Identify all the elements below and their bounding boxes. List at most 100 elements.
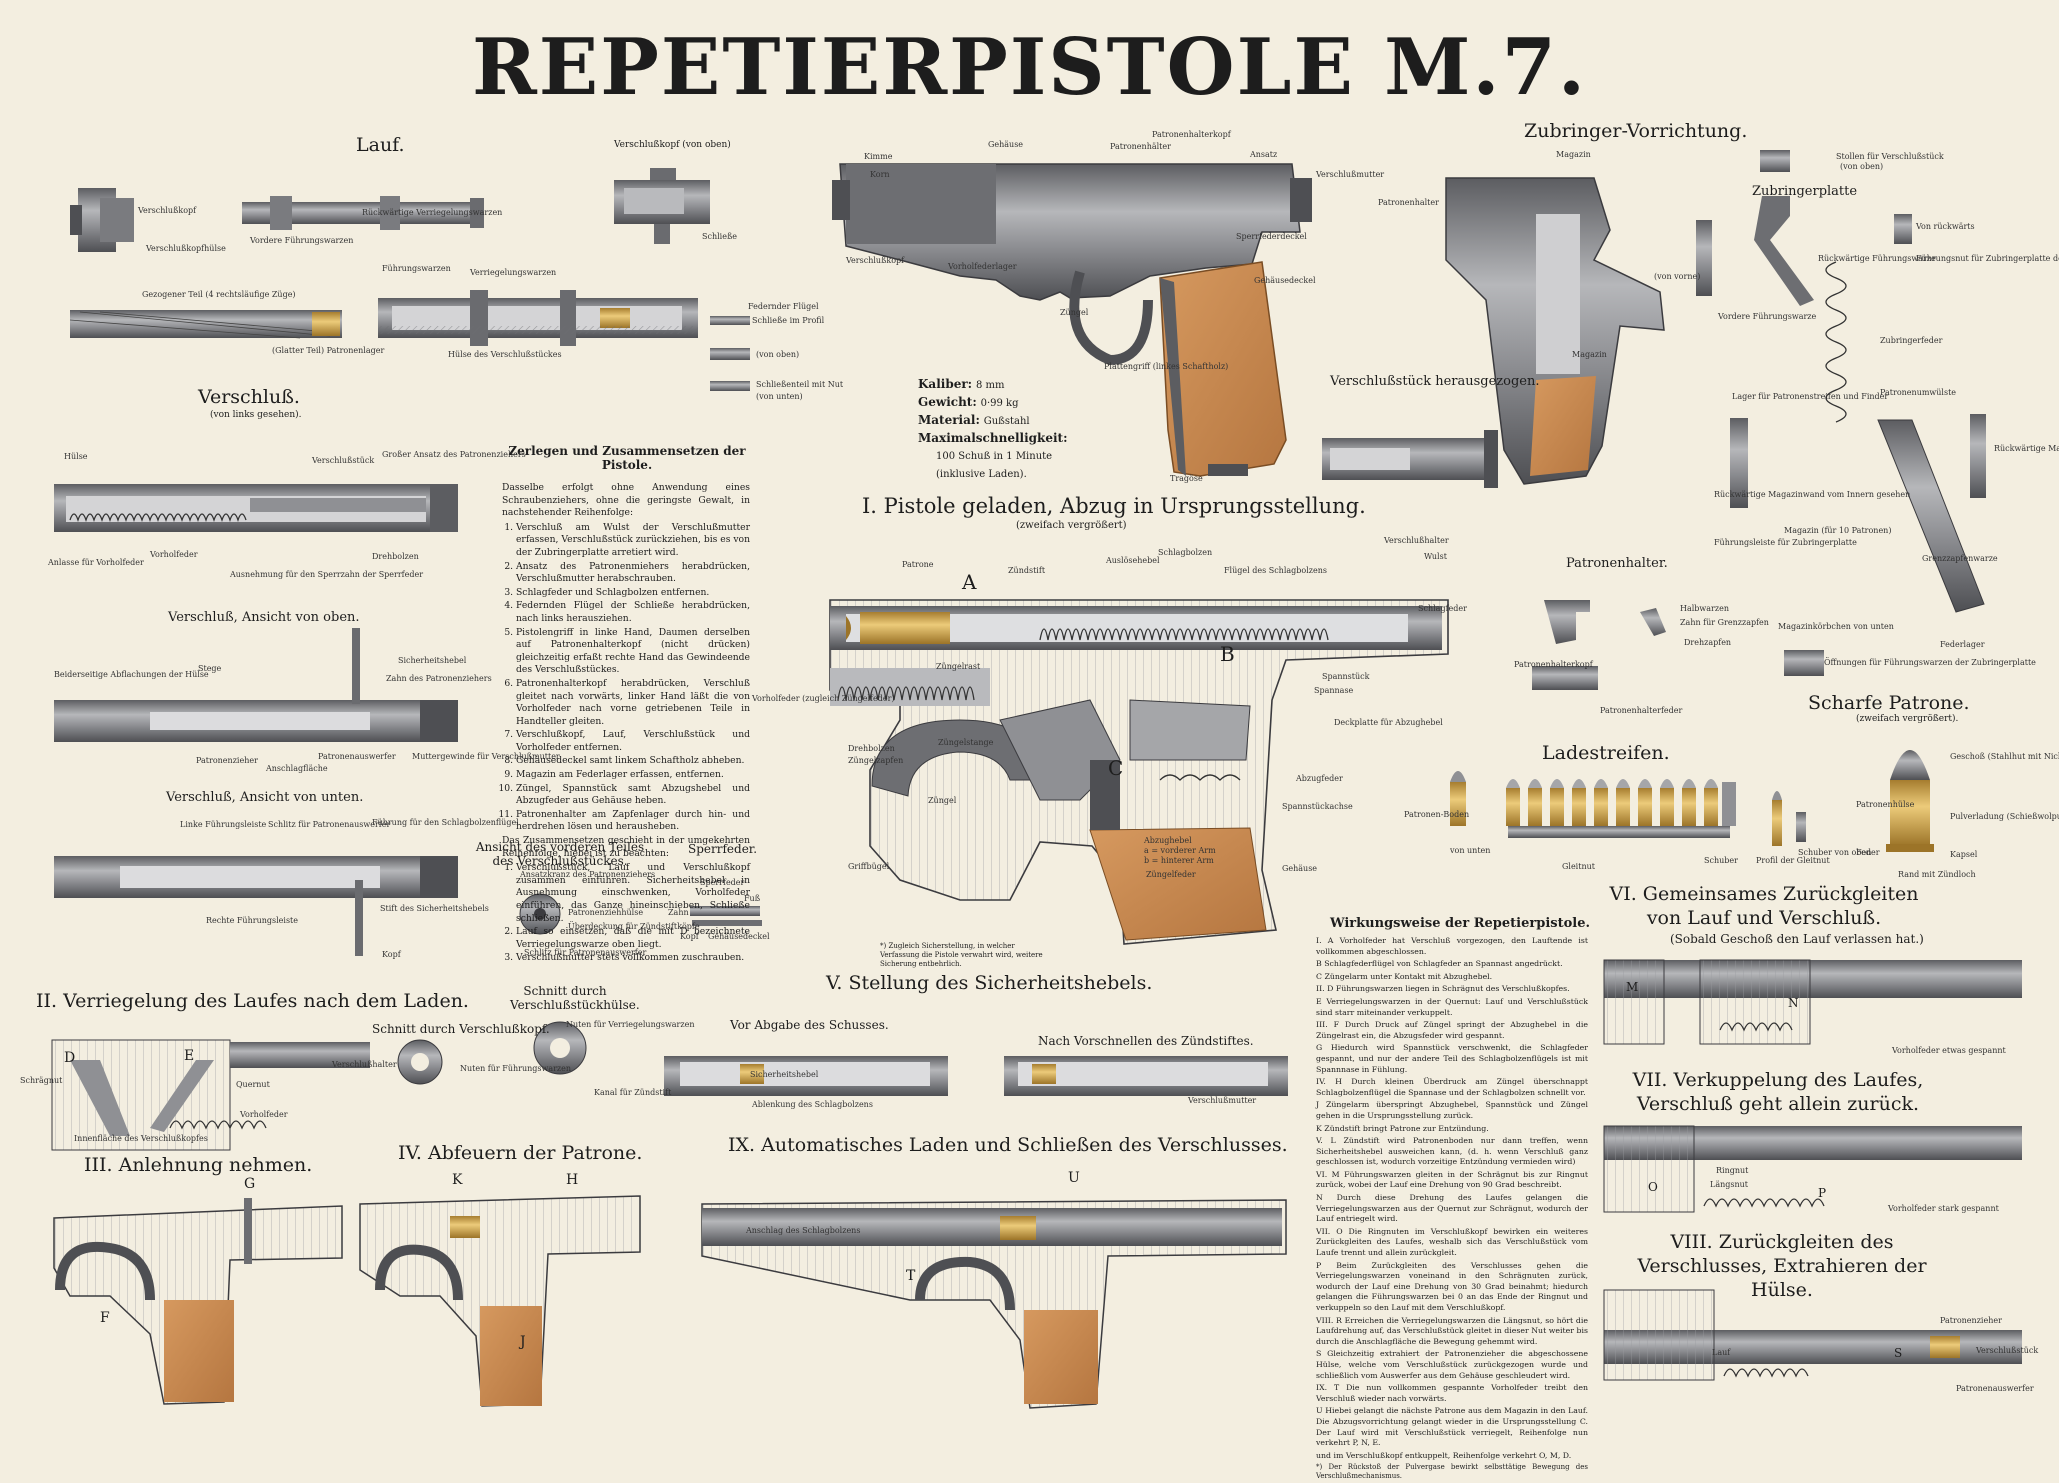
lbl-innenflaeche: Innenfläche des Verschlußkopfes	[74, 1134, 208, 1143]
lbl-ansichtfluche: Anschlagfläche	[266, 764, 328, 773]
lbl-sicherheitshebel-v: Sicherheitshebel	[398, 656, 467, 665]
section-VI-sub: (Sobald Geschoß den Lauf verlassen hat.)	[1670, 932, 1924, 946]
lbl-patronenhalterkopf: Patronenhalterkopf	[1152, 130, 1231, 139]
section-verschluss: Verschluß.	[198, 386, 300, 408]
spec-schnell-value: 100 Schuß in 1 Minute	[936, 451, 1053, 462]
section-III: III. Anlehnung nehmen.	[84, 1154, 313, 1176]
lbl-schliessenteil: Schließenteil mit Nut	[756, 380, 844, 389]
wirkung-footnote: *) Der Rückstoß der Pulvergase bewirkt s…	[1316, 1463, 1588, 1481]
lbl-zuengelzapfen: Züngelzapfen	[848, 756, 904, 765]
marker-P: P	[1818, 1186, 1827, 1200]
lbl-kopf: Kopf	[382, 950, 401, 959]
lbl-beiderseitige: Beiderseitige Abflachungen der Hülse	[54, 670, 209, 679]
lbl-ansatzkranz: Ansatzkranz des Patronenziehers	[520, 870, 656, 879]
lbl-lager-patronenstreifen: Lager für Patronenstreifen und Finder	[1732, 392, 1889, 401]
lbl-sicherheitshebel: Sicherheitshebel	[750, 1070, 819, 1079]
lauf-barrel	[242, 202, 482, 224]
lbl-zuengelfeder-v: Züngelfeder	[1146, 870, 1196, 879]
section-II: II. Verriegelung des Laufes nach dem Lad…	[36, 990, 469, 1012]
lbl-drehbolzen: Drehbolzen	[848, 744, 895, 753]
wirkung-line: II. D Führungswarzen liegen in Schrägnut…	[1316, 984, 1570, 994]
diagram-IX	[701, 1199, 1287, 1409]
lbl-griffbuegel: Griffbügel	[848, 862, 890, 871]
marker-H: H	[566, 1172, 579, 1188]
lbl-deckplatte: Deckplatte für Abzughebel	[1334, 718, 1443, 727]
lbl-rueckwaertige-verriegelungswarzen: Rückwärtige Verriegelungswarzen	[362, 208, 503, 217]
section-VI: VI. Gemeinsames Zurückgleiten von Lauf u…	[1609, 883, 1919, 929]
wirkung-line: VII. O Die Ringnuten im Verschlußkopf be…	[1316, 1226, 1588, 1258]
section-lauf: Lauf.	[356, 134, 405, 156]
wirkung-line: P Beim Zurückgleiten des Verschlusses ge…	[1316, 1260, 1588, 1312]
marker-A: A	[962, 570, 977, 594]
lbl-abzughebel: Abzughebel	[1144, 836, 1192, 845]
marker-N: N	[1788, 996, 1799, 1010]
lbl-kapsel: Kapsel	[1950, 850, 1978, 859]
zerlegen-step: Federnden Flügel der Schließe herabdrück…	[516, 600, 750, 625]
lbl-kopf-s: Kopf	[680, 932, 699, 941]
marker-F: F	[100, 1310, 110, 1326]
lbl-schlagfeder: Schlagfeder	[1418, 604, 1467, 613]
lbl-huelse-v: Hülse	[64, 452, 88, 461]
diagram-IV	[359, 1195, 641, 1407]
lbl-verschlusshalter: Verschlußhalter	[1384, 536, 1449, 545]
ladestreifen-cartridges	[1450, 771, 1806, 846]
section-verschlusskopf: Verschlußkopf (von oben)	[614, 140, 731, 150]
lbl-zahn-grenzzapfen: Zahn für Grenzzapfen	[1680, 618, 1769, 627]
lbl-verriegelungswarzen: Verriegelungswarzen	[470, 268, 557, 277]
lbl-ringnut: Ringnut	[1716, 1166, 1749, 1175]
verschluss-top-view	[54, 628, 458, 742]
lbl-verschlusshalter-ii: Verschlußhalter	[332, 1060, 397, 1069]
wirkungsweise-title: Wirkungsweise der Repetierpistole.	[1330, 916, 1590, 931]
marker-O: O	[1648, 1180, 1658, 1194]
lbl-patronenauswerfer-viii: Patronenauswerfer	[1956, 1384, 2034, 1393]
zerlegen-note: Verschlußstück, Lauf und Verschlußkopf z…	[516, 862, 750, 925]
lbl-verschlussmutter-v: Verschlußmutter	[1188, 1096, 1257, 1105]
lbl-schliesse: Schließe	[702, 232, 738, 241]
marker-J: J	[520, 1334, 526, 1350]
pistol-exterior	[832, 163, 1312, 477]
lbl-lauf-viii: Lauf	[1712, 1348, 1731, 1357]
lbl-ansatz: Ansatz	[1250, 150, 1278, 159]
lbl-zuengelrast: Züngelrast	[936, 662, 981, 671]
lbl-gehaeusedeckel-s: Gehäusedeckel	[708, 932, 770, 941]
section-vor-abgabe: Vor Abgabe des Schusses.	[730, 1018, 889, 1032]
lbl-zahn-s: Zahn	[668, 908, 689, 917]
lbl-glatter-teil: (Glatter Teil) Patronenlager	[272, 346, 385, 355]
zerlegen-note: Verschlußmutter stets vollkommen zuschra…	[516, 952, 750, 965]
marker-K: K	[452, 1172, 463, 1188]
zerlegen-intro: Dasselbe erfolgt ohne Anwendung eines Sc…	[502, 482, 750, 519]
lbl-kanal-zuendstift: Kanal für Zündstift	[594, 1088, 672, 1097]
sperrfeder-part	[690, 906, 762, 926]
lbl-von-rueckwaerts: Von rückwärts	[1916, 222, 1975, 231]
lbl-vorholfeder-vi: Vorholfeder etwas gespannt	[1892, 1046, 2006, 1055]
section-zubringerplatte: Zubringerplatte	[1752, 184, 1858, 199]
lbl-schuber-v-oben: Schuber von oben	[1798, 848, 1872, 857]
verschluss-spring	[69, 513, 247, 523]
zerlegen-notes: Verschlußstück, Lauf und Verschlußkopf z…	[502, 862, 750, 965]
marker-T: T	[906, 1268, 916, 1284]
lbl-grenzzapfenwarze: Grenzzapfenwarze	[1922, 554, 1998, 563]
zerlegen-step: Schlagfeder und Schlagbolzen entfernen.	[516, 587, 750, 600]
lbl-verschlusskopfhuelse: Verschlußkopfhülse	[146, 244, 226, 253]
lbl-spannstueckachse: Spannstückachse	[1282, 802, 1353, 811]
specs-block: Kaliber: 8 mm Gewicht: 0·99 kg Material:…	[918, 376, 1068, 483]
spec-kaliber: Kaliber: 8 mm	[918, 377, 1005, 391]
lbl-wulst: Wulst	[1424, 552, 1447, 561]
zerlegen-assembly: Das Zusammensetzen geschieht in der umge…	[502, 835, 750, 859]
lbl-vordere-fuehrungswarzen: Vordere Führungswarzen	[250, 236, 354, 245]
lbl-rueckwaertige-magazinwand: Rückwärtige Magazinwand vom Innern geseh…	[1714, 490, 1911, 499]
zerlegen-step: Magazin am Federlager erfassen, entferne…	[516, 769, 750, 782]
lbl-ausnehmung: Ausnehmung für den Sperrzahn der Sperrfe…	[230, 570, 424, 579]
diagram-VII	[1603, 1125, 2022, 1213]
lbl-rueckwaertige-magazinwand2: Rückwärtige Magazinwand von außen	[1994, 444, 2059, 453]
lbl-rand: Rand mit Zündloch	[1898, 870, 1976, 879]
marker-B: B	[1220, 642, 1235, 666]
zerlegen-note: Lauf so einsetzen, daß die mit D bezeich…	[516, 926, 750, 951]
lbl-verschlusskopf: Verschlußkopf	[138, 206, 197, 215]
wirkung-line: VI. M Führungswarzen gleiten in der Schr…	[1316, 1169, 1588, 1190]
lbl-drehbolzen-v: Drehbolzen	[372, 552, 419, 561]
lbl-gehaeuse: Gehäuse	[988, 140, 1024, 149]
cutaway-spring-low	[837, 686, 975, 701]
lbl-patrone: Patrone	[902, 560, 934, 569]
lbl-oeffnungen: Öffnungen für Führungswarzen der Zubring…	[1824, 658, 2036, 667]
